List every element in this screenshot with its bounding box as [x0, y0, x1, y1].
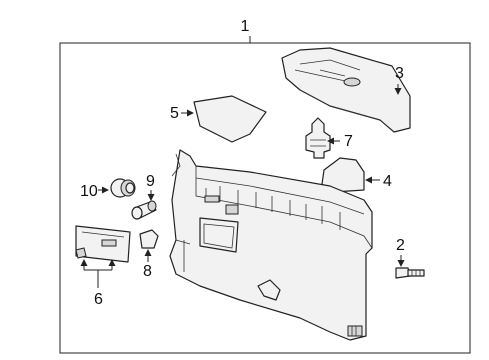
callout-6-leader: [84, 269, 112, 288]
callout-2: 2: [396, 237, 405, 254]
callout-9: 9: [146, 173, 155, 190]
callout-6: 6: [94, 291, 103, 308]
trim-bezel: [75, 225, 131, 263]
assembly-frame: [59, 42, 471, 354]
callout-1: 1: [241, 18, 250, 35]
upper-trim-molding: [281, 47, 411, 133]
bolt: [395, 267, 425, 279]
retainer-clip: [305, 117, 331, 159]
plug: [131, 200, 157, 220]
callout-7: 7: [344, 133, 353, 150]
callout-5: 5: [170, 105, 179, 122]
callout-4: 4: [383, 173, 392, 190]
callout-3: 3: [395, 65, 404, 82]
small-clip: [139, 229, 159, 249]
upper-trim-panel: [193, 95, 267, 143]
quarter-trim-panel: [169, 149, 373, 341]
grommet: [110, 178, 136, 198]
callout-10: 10: [80, 183, 98, 200]
callout-8: 8: [143, 263, 152, 280]
